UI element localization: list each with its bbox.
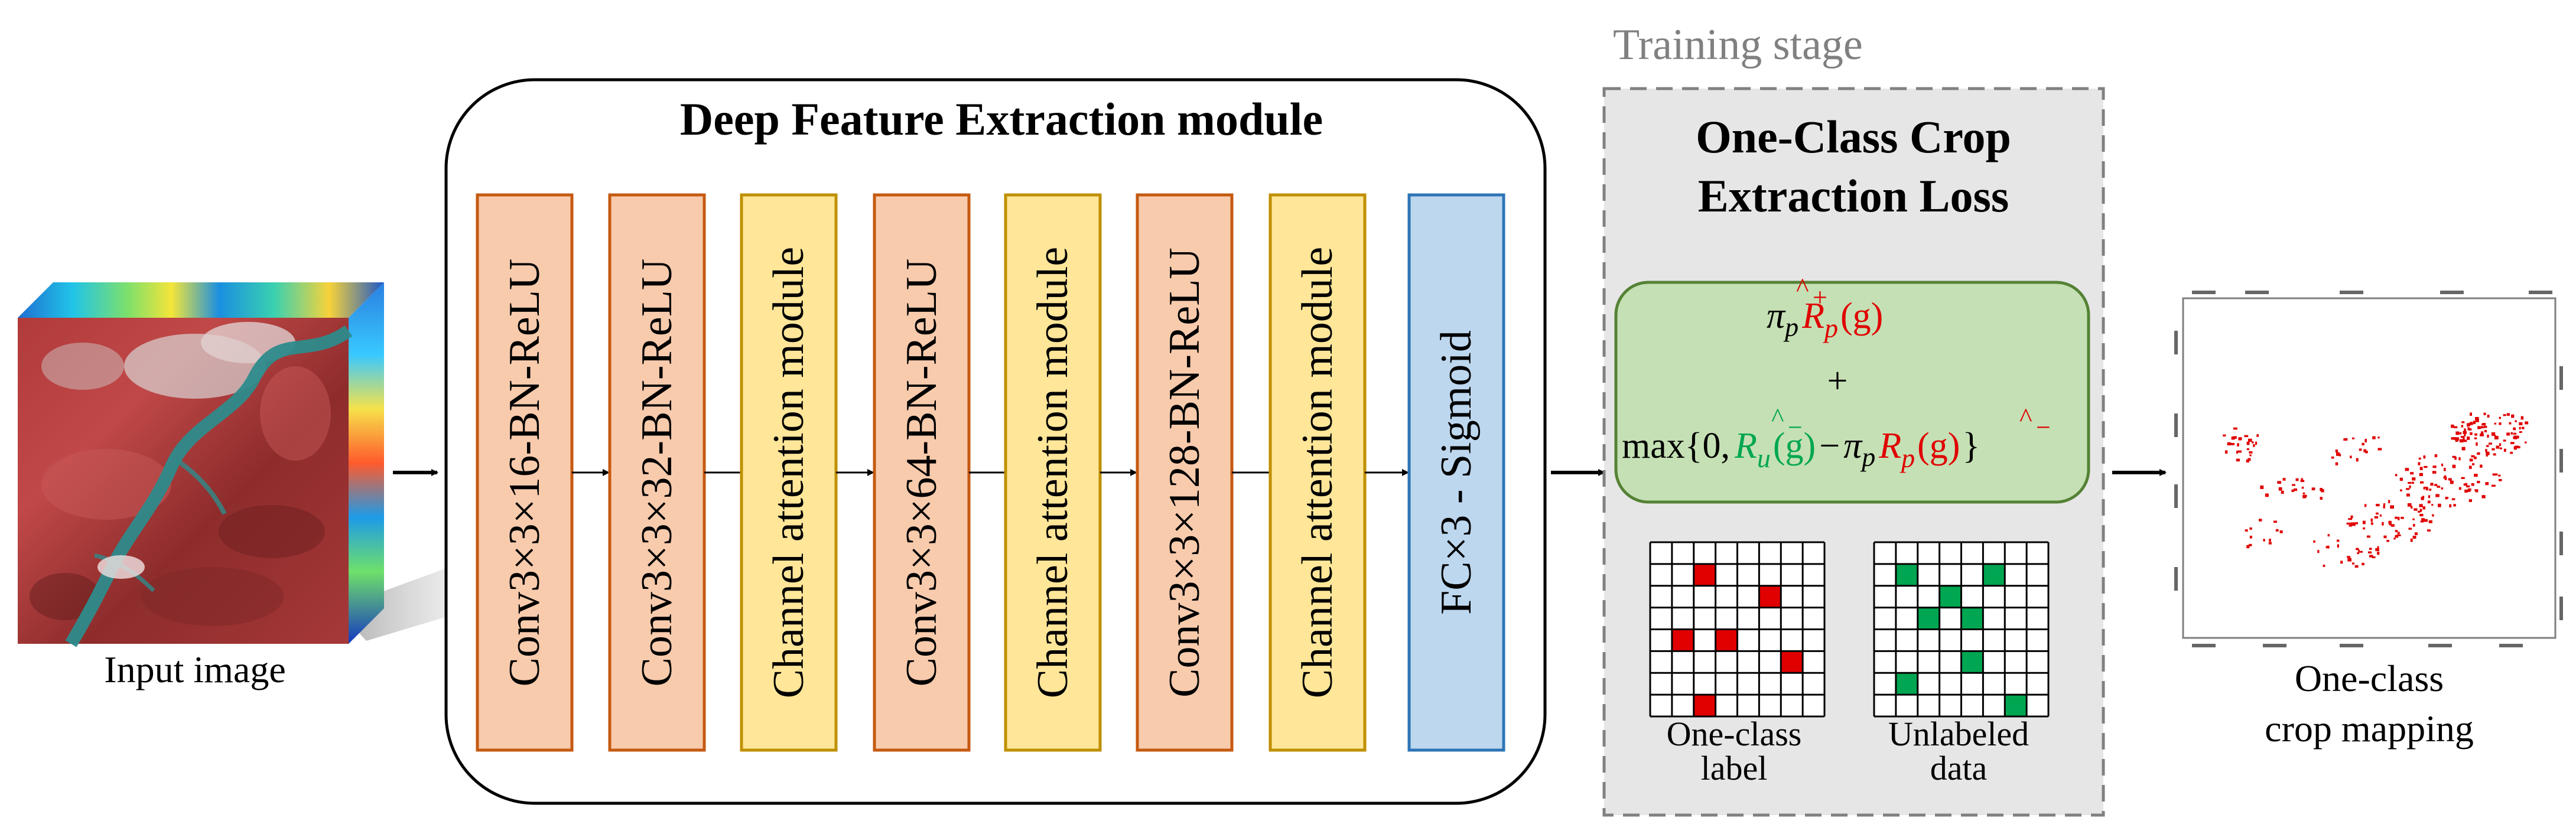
loss-title-line1: One-Class Crop [1696,111,2011,162]
cube-side-face [349,282,384,644]
layer-box-2 [608,193,706,752]
river [65,325,353,647]
grid-right-filled-cell-8 [2005,695,2027,716]
layer-label-4: Conv3×3×64-BN-ReLU [897,259,946,687]
grid-right-caption-line1: Unlabeled [1888,715,2029,753]
output-caption-line1: One-class [2295,657,2444,699]
grid-left-caption-line2: label [1701,749,1768,787]
grid-left-filled-cell-3 [1671,629,1694,651]
layer-label-3: Channel attention module [765,247,813,699]
layer-box-8 [1407,193,1505,752]
svg-text:^: ^ [1771,402,1784,432]
layer-stack: Conv3×3×16-BN-ReLU Conv3×3×32-BN-ReLU Chan… [476,193,1505,752]
layer-label-7: Channel attention module [1293,247,1342,699]
one-class-label-grid [1649,541,1826,718]
output-caption-line2: crop mapping [2265,708,2474,750]
svg-text:−: − [1788,413,1803,442]
grid-left-caption-line1: One-class [1667,715,1802,753]
unlabeled-data-grid [1873,541,2050,718]
layer-box-5 [1004,193,1102,752]
grid-right-filled-cell-4 [1917,607,1940,630]
layer-box-7 [1269,193,1367,752]
grid-right-filled-cell-2 [1983,563,2005,586]
grid-right-filled-cell-6 [1961,651,1983,673]
grid-right-filled-cell-3 [1939,585,1962,608]
formula-term-max: max{0,Ru(g)−πpRp(g)} ^ − ^ − [1622,402,2051,473]
formula-plus: + [1827,361,1848,401]
input-image-caption: Input image [104,649,285,690]
svg-text:+: + [1813,283,1827,312]
layer-box-6 [1136,193,1234,752]
svg-text:^: ^ [1796,272,1809,302]
layer-label-6: Conv3×3×128-BN-ReLU [1160,247,1209,698]
layer-label-5: Channel attention module [1029,247,1077,699]
svg-text:−: − [2036,413,2051,442]
grid-left-filled-cell-4 [1715,629,1738,651]
svg-text:^: ^ [2019,402,2032,432]
satellite-texture [30,322,331,626]
crop-pixels [2223,412,2529,568]
cube-top-face [18,282,384,318]
loss-title-line2: Extraction Loss [1698,170,2009,221]
output-crop-map [2174,291,2563,647]
layer-box-1 [476,193,574,752]
layer-box-4 [873,193,971,752]
map-tick-labels [2174,291,2563,647]
grid-left-filled-cell-1 [1693,563,1716,586]
grid-left-filled-cell-5 [1781,651,1803,673]
training-stage-label: Training stage [1613,21,1863,69]
layer-box-3 [740,193,838,752]
map-frame [2182,297,2557,639]
svg-text:πpRp(g): πpRp(g) [1767,296,1883,343]
grid-right-caption-line2: data [1930,749,1988,787]
input-image-cube [18,282,514,647]
layer-label-1: Conv3×3×16-BN-ReLU [500,259,549,687]
module-title: Deep Feature Extraction module [680,93,1323,145]
grid-right-filled-cell-5 [1961,607,1983,630]
grid-right-filled-cell-7 [1895,673,1918,695]
loss-formula-box [1614,281,2090,504]
formula-term-positive: πpRp(g) ^ + [1767,272,1883,343]
grid-left-filled-cell-6 [1693,695,1716,716]
grid-left-filled-cell-2 [1759,585,1781,608]
grid-right-filled-cell-1 [1895,563,1918,586]
layer-label-8: FC×3 - Sigmoid [1432,330,1481,615]
svg-text:max{0,Ru(g)−πpRp(g)}: max{0,Ru(g)−πpRp(g)} [1622,426,1980,473]
layer-label-2: Conv3×3×32-BN-ReLU [633,259,681,687]
